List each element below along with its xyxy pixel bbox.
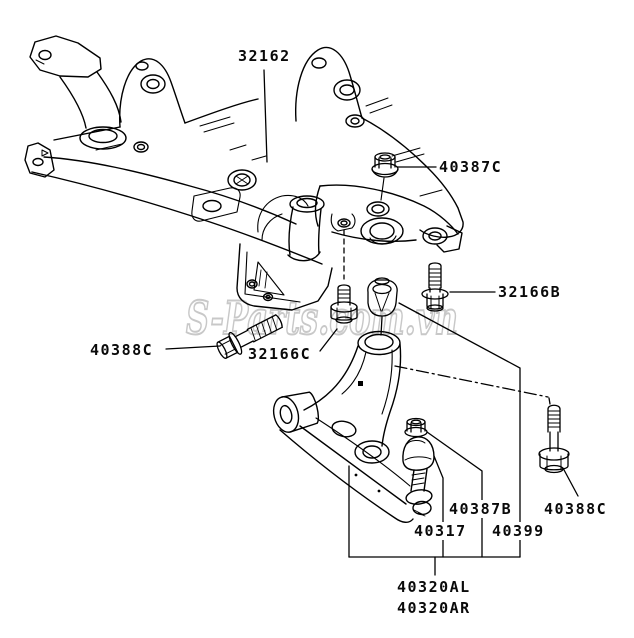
callout-bolt-rear-center: 32166B (498, 283, 562, 301)
lower-arm-drawing (272, 330, 435, 523)
crossmember-drawing (24, 35, 464, 311)
callout-crossmember: 32162 (238, 47, 291, 65)
callout-arm-bushing: 40399 (491, 522, 546, 540)
bushing-40399-drawing (367, 277, 398, 317)
watermark-text: S-Parts.com.vn (186, 291, 458, 345)
flange-nut-40387c-drawing (371, 152, 399, 201)
bolt-40388c-left-drawing (216, 314, 283, 359)
bolt-32166b-drawing (421, 262, 449, 312)
callout-flange-nut-upper: 40387C (439, 158, 503, 176)
callout-ball-joint: 40317 (413, 522, 468, 540)
nut-40387b-drawing (404, 417, 428, 438)
callout-bolt-front-center: 32166C (247, 345, 313, 363)
bolt-32166c-drawing (330, 284, 358, 324)
bolt-40388c-right-drawing (538, 404, 570, 474)
callout-bolt-front-left: 40388C (90, 341, 154, 359)
callout-lower-arm-right: 40320AR (397, 599, 471, 617)
callout-ball-joint-nut: 40387B (448, 500, 514, 518)
callout-bolt-right: 40388C (543, 500, 609, 518)
callout-lower-arm-left: 40320AL (397, 578, 471, 596)
